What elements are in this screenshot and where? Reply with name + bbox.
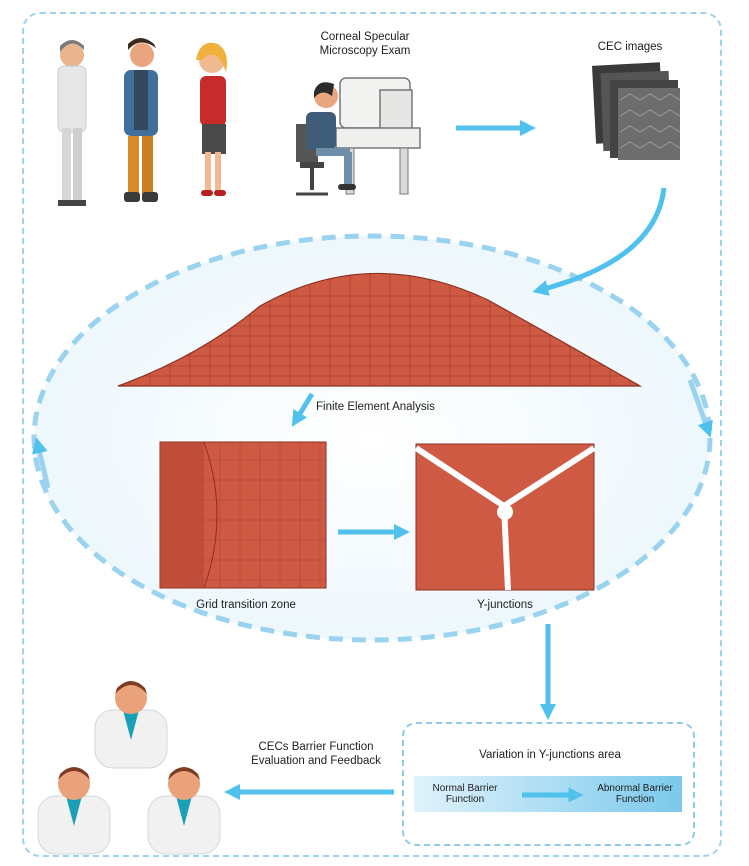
cec-image-stack-icon xyxy=(592,62,681,160)
outer-frame xyxy=(22,12,722,857)
arrow-mesh-to-fea xyxy=(291,392,315,427)
grid-transition-zone-panel xyxy=(159,441,327,589)
cycle-arrow-left xyxy=(32,437,51,489)
abnormal-label: Abnormal Barrier Function xyxy=(597,783,673,805)
people-group-icon xyxy=(57,38,227,206)
doctor-icon xyxy=(37,767,111,855)
y-junctions-panel xyxy=(414,443,596,591)
exam-label: Corneal Specular Microscopy Exam xyxy=(319,31,411,57)
cec-images-label: CEC images xyxy=(597,41,663,53)
grid-zone-label: Grid transition zone xyxy=(196,599,296,611)
fea-label: Finite Element Analysis xyxy=(316,401,435,413)
cycle-arrow-right xyxy=(687,379,713,438)
arrow-images-to-mesh xyxy=(532,187,667,296)
y-junctions-label: Y-junctions xyxy=(477,599,533,611)
microscope-operator-icon xyxy=(296,77,421,196)
doctor-icon xyxy=(147,767,221,855)
variation-title: Variation in Y-junctions area xyxy=(479,749,621,761)
feedback-label: CECs Barrier Function Evaluation and Fee… xyxy=(251,741,381,767)
normal-label: Normal Barrier Function xyxy=(432,783,498,805)
doctor-icon xyxy=(94,681,168,769)
